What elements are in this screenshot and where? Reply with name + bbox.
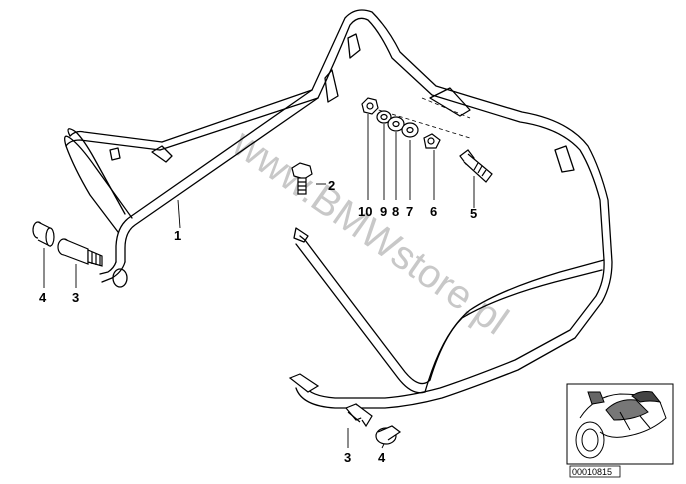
bolt-5-icon: [459, 149, 493, 183]
motorcycle-icon: [575, 391, 667, 459]
crash-bar-frame: [64, 9, 613, 409]
callout-10: 10: [358, 204, 372, 219]
callout-4-left: 4: [39, 290, 47, 305]
document-number: 00010815: [572, 467, 612, 477]
callout-9: 9: [380, 204, 387, 219]
callout-7: 7: [406, 204, 413, 219]
vehicle-thumbnail: 00010815: [566, 383, 674, 478]
callout-6: 6: [430, 204, 437, 219]
washer-9-icon: [376, 110, 392, 124]
spacer-6-icon: [423, 133, 441, 149]
sleeve-bottom-icon: [288, 373, 320, 393]
nut-10-icon: [361, 97, 379, 115]
washer-8-icon: [387, 116, 405, 132]
bolt-3-bottom-icon: [345, 403, 373, 428]
end-cap-4-left-icon: [32, 221, 55, 247]
callout-2: 2: [328, 178, 335, 193]
callout-3-bottom: 3: [344, 450, 351, 465]
callout-3-left: 3: [72, 290, 79, 305]
callout-1: 1: [174, 228, 181, 243]
callout-8: 8: [392, 204, 399, 219]
watermark: www.BMWstore.pl: [224, 121, 516, 344]
callout-5: 5: [470, 206, 477, 221]
end-cap-4-bottom-icon: [375, 425, 402, 445]
bolt-2-icon: [291, 162, 313, 195]
bolt-3-left-icon: [57, 238, 103, 267]
washer-7-icon: [401, 122, 419, 138]
leader-lines: [43, 114, 475, 449]
callout-4-bottom: 4: [378, 450, 386, 465]
